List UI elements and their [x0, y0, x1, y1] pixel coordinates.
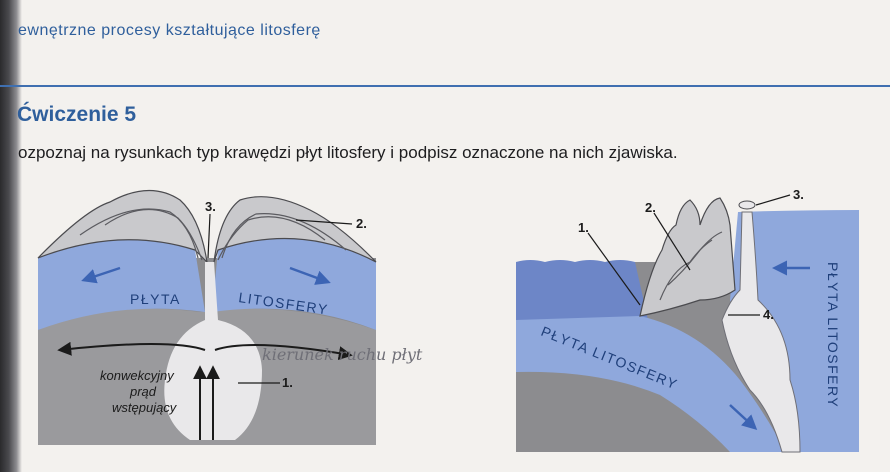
current-label-line2: prąd — [129, 384, 157, 399]
ridge-left-layer-2 — [104, 208, 203, 261]
volcano-vent — [738, 200, 756, 210]
plate-oceanic — [516, 316, 785, 452]
current-label-line1: konwekcyjny — [100, 368, 175, 383]
exercise-title: Ćwiczenie 5 — [17, 103, 137, 126]
plate-continental — [730, 210, 859, 452]
subduction-arrow — [729, 404, 758, 431]
plate-label-left: PŁYTA — [130, 291, 181, 307]
rising-magma — [164, 262, 262, 440]
header-rule — [0, 85, 890, 87]
ridge-left — [37, 189, 208, 264]
figure-left-label-2: 2. — [356, 216, 367, 231]
plate-left — [38, 239, 205, 330]
figure-left-label-3: 3. — [205, 199, 216, 214]
figure-right-label-3: 3. — [793, 187, 804, 202]
figure-right-label-1: 1. — [578, 220, 589, 235]
ridge-left-layer — [79, 208, 199, 259]
handwritten-note: kierunek ruchu płyt — [262, 345, 423, 364]
plate-left-movement-arrow — [81, 266, 121, 284]
ocean-water — [516, 260, 648, 320]
ridge-right-layer-2 — [217, 216, 326, 261]
exercise-instruction: ozpoznaj na rysunkach typ krawędzi płyt … — [18, 143, 678, 162]
callout-line-3 — [207, 213, 211, 259]
figure-left-label-1: 1. — [282, 375, 293, 390]
convection-left-arrow — [57, 341, 206, 356]
figure-right-label-2: 2. — [645, 200, 656, 215]
book-binding-shadow — [0, 0, 22, 472]
figure-right-label-4: 4. — [763, 307, 774, 322]
figure-divergent-boundary: PŁYTA LITOSFERY konwekcyjny prąd wstępuj… — [37, 189, 423, 445]
convection-right-arrow — [214, 344, 353, 361]
figure-convergent-boundary: PŁYTA LITOSFERY PŁYTA LITOSFERY 1. 2. 3.… — [516, 187, 859, 453]
current-label-line3: wstępujący — [112, 400, 178, 415]
plate-right-movement-arrow — [289, 266, 331, 285]
magma-conduit — [721, 211, 801, 453]
plate-right — [212, 238, 376, 330]
chapter-title: ewnętrzne procesy kształtujące litosferę — [18, 22, 321, 39]
plate-label-continental: PŁYTA LITOSFERY — [825, 262, 841, 408]
callout-line-r3 — [755, 194, 791, 206]
ridge-right — [213, 196, 377, 263]
callout-line-r1 — [587, 232, 641, 306]
accretionary-wedge — [639, 197, 736, 317]
callout-line-r2 — [653, 212, 691, 271]
wedge-fold-2 — [667, 231, 723, 286]
callout-line-2 — [295, 219, 353, 225]
